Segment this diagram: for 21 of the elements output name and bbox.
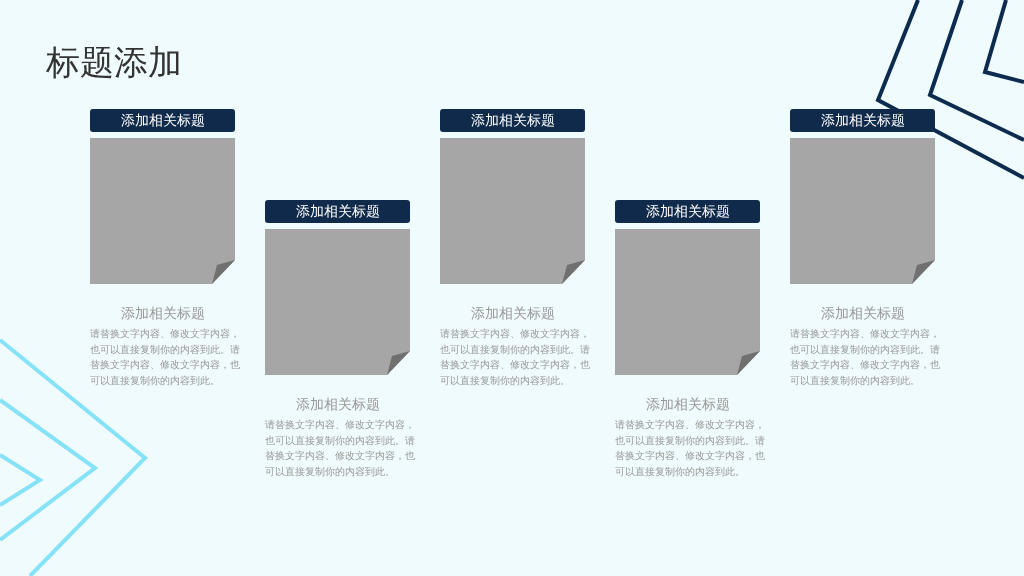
- image-placeholder: [90, 138, 235, 284]
- title-tag: 添加相关标题: [615, 200, 760, 223]
- description-text: 请替换文字内容、修改文字内容，也可以直接复制你的内容到此。请替换文字内容、修改文字内容，也可以直接复制你的内容到此。: [265, 418, 416, 479]
- description-text: 请替换文字内容、修改文字内容，也可以直接复制你的内容到此。请替换文字内容、修改文字内容，也可以直接复制你的内容到此。: [440, 327, 591, 388]
- slide-title: 标题添加: [46, 42, 182, 82]
- description-text: 请替换文字内容、修改文字内容，也可以直接复制你的内容到此。请替换文字内容、修改文字内容，也可以直接复制你的内容到此。: [790, 327, 941, 388]
- title-tag: 添加相关标题: [265, 200, 410, 223]
- description-text: 请替换文字内容、修改文字内容，也可以直接复制你的内容到此。请替换文字内容、修改文字内容，也可以直接复制你的内容到此。: [615, 418, 766, 479]
- image-placeholder: [615, 229, 760, 375]
- subtitle: 添加相关标题: [820, 304, 906, 322]
- title-tag: 添加相关标题: [90, 109, 235, 132]
- image-placeholder: [790, 138, 935, 284]
- image-placeholder: [265, 229, 410, 375]
- subtitle: 添加相关标题: [645, 395, 731, 413]
- title-tag: 添加相关标题: [440, 109, 585, 132]
- title-tag: 添加相关标题: [790, 109, 935, 132]
- subtitle: 添加相关标题: [295, 395, 381, 413]
- description-text: 请替换文字内容、修改文字内容，也可以直接复制你的内容到此。请替换文字内容、修改文字内容，也可以直接复制你的内容到此。: [90, 327, 241, 388]
- image-placeholder: [440, 138, 585, 284]
- subtitle: 添加相关标题: [470, 304, 556, 322]
- subtitle: 添加相关标题: [120, 304, 206, 322]
